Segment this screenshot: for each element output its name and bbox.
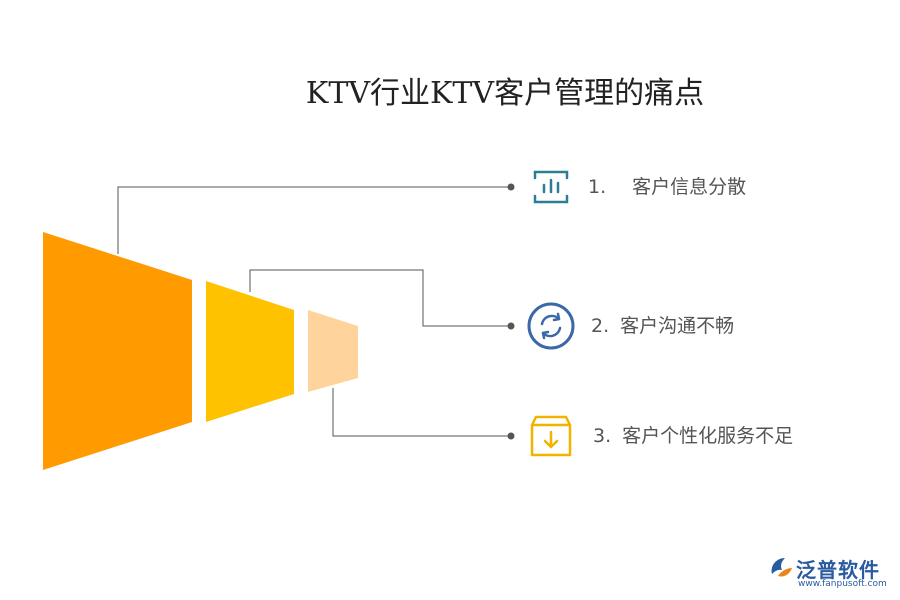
connector-line-2 — [249, 269, 511, 327]
connector-dot-3 — [507, 432, 515, 440]
item-3-text: 客户个性化服务不足 — [622, 425, 794, 447]
item-1-label: 1. 客户信息分散 — [588, 172, 746, 199]
item-1-number: 1. — [588, 176, 607, 198]
logo-name: 泛普软件 — [796, 558, 880, 582]
connector-dot-2 — [507, 322, 515, 330]
fanpu-logo: 泛普软件 www.fanpusoft.com — [768, 552, 893, 594]
funnel-segment-2 — [206, 281, 294, 422]
item-2-label: 2. 客户沟通不畅 — [591, 311, 734, 338]
logo-url: www.fanpusoft.com — [798, 579, 887, 589]
connector-dot-1 — [507, 183, 515, 191]
bar-chart-icon — [528, 164, 574, 210]
connector-line-3 — [332, 388, 511, 437]
refresh-icon — [527, 302, 575, 350]
funnel-segment-3 — [308, 310, 358, 392]
page-title: KTV行业KTV客户管理的痛点 — [305, 76, 705, 111]
logo-mark-icon — [771, 558, 792, 577]
item-2-number: 2. — [591, 315, 610, 337]
item-2-text: 客户沟通不畅 — [620, 315, 735, 337]
connector-line-1 — [117, 186, 511, 254]
item-1-text: 客户信息分散 — [632, 176, 747, 198]
item-3-number: 3. — [593, 425, 612, 447]
item-3-label: 3. 客户个性化服务不足 — [593, 421, 793, 448]
download-box-icon — [528, 413, 574, 459]
funnel-segment-1 — [43, 232, 192, 470]
